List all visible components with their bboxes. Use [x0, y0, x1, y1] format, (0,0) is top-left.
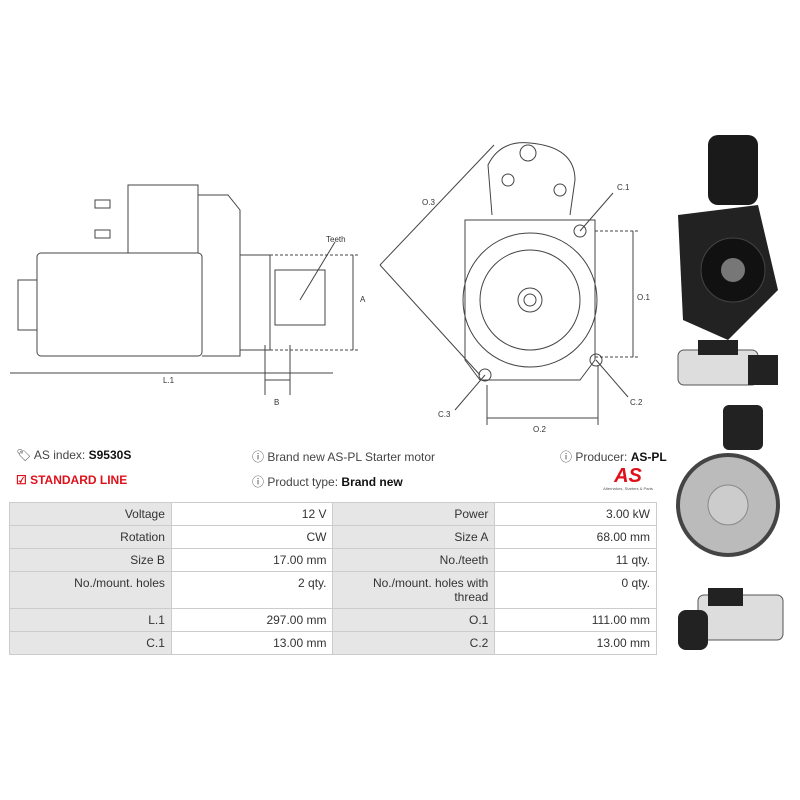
product-photo-side-small [677, 340, 778, 386]
product-type-label: Product type: [267, 475, 339, 489]
o1-label: O.1 [637, 293, 650, 302]
product-photo-side [678, 588, 784, 650]
a-label: A [360, 295, 366, 304]
spec-value: 0 qty. [494, 571, 657, 609]
tag-icon: 🏷 [16, 448, 32, 462]
b-label: B [274, 398, 279, 407]
spec-value: 12 V [170, 502, 334, 526]
spec-value: 297.00 mm [170, 608, 334, 632]
spec-label: Size A [332, 525, 496, 549]
spec-label: O.1 [332, 608, 496, 632]
c1-label: C.1 [617, 183, 630, 192]
spec-value: 13.00 mm [494, 631, 657, 655]
spec-value: 11 qty. [494, 548, 657, 572]
as-index-value: S9530S [88, 448, 132, 462]
info-icon: ⓘ [560, 450, 573, 464]
product-photos[interactable] [668, 130, 798, 670]
spec-label: C.2 [332, 631, 496, 655]
checkbox-icon: ☑ [16, 473, 27, 487]
as-index-label: AS index: [33, 448, 86, 462]
teeth-label: Teeth [326, 235, 346, 244]
as-pl-logo: AS Alternators, Starters & Parts [603, 465, 653, 491]
product-type: ⓘ Product type: Brand new [252, 473, 403, 490]
c3-label: C.3 [438, 410, 451, 419]
spec-value: 13.00 mm [170, 631, 334, 655]
spec-label: No./mount. holes [9, 571, 172, 609]
product-type-value: Brand new [341, 475, 403, 489]
description: ⓘ Brand new AS-PL Starter motor [252, 448, 435, 465]
spec-label: Voltage [9, 502, 172, 526]
spec-label: Rotation [9, 525, 172, 549]
spec-label: Size B [9, 548, 172, 572]
side-view-drawing: Teeth A B L.1 [10, 184, 366, 407]
l1-label: L.1 [163, 376, 175, 385]
info-icon: ⓘ [252, 450, 265, 464]
product-photo-rear [676, 405, 780, 557]
o2-label: O.2 [533, 425, 546, 434]
spec-label: No./mount. holes with thread [332, 571, 496, 609]
spec-value: 2 qty. [170, 571, 334, 609]
standard-line-badge: ☑ STANDARD LINE [16, 473, 127, 487]
spec-value: 3.00 kW [494, 502, 657, 526]
product-photo-front-mount [678, 135, 778, 340]
producer-label: Producer: [575, 450, 628, 464]
c2-label: C.2 [630, 398, 643, 407]
spec-value: 68.00 mm [494, 525, 657, 549]
front-view-drawing: O.3 C.1 O.1 C.3 C.2 O.2 [379, 142, 650, 434]
spec-label: No./teeth [332, 548, 496, 572]
producer: ⓘ Producer: AS-PL [560, 448, 667, 465]
as-index: 🏷 AS index: S9530S [16, 448, 131, 462]
spec-value: 17.00 mm [170, 548, 334, 572]
description-text: Brand new AS-PL Starter motor [267, 450, 435, 464]
spec-label: C.1 [9, 631, 172, 655]
info-icon: ⓘ [252, 475, 265, 489]
spec-label: Power [332, 502, 496, 526]
standard-line-label: STANDARD LINE [30, 473, 128, 487]
spec-value: CW [170, 525, 334, 549]
spec-label: L.1 [9, 608, 172, 632]
producer-value: AS-PL [630, 450, 667, 464]
o3-label: O.3 [422, 198, 435, 207]
spec-value: 111.00 mm [494, 608, 657, 632]
